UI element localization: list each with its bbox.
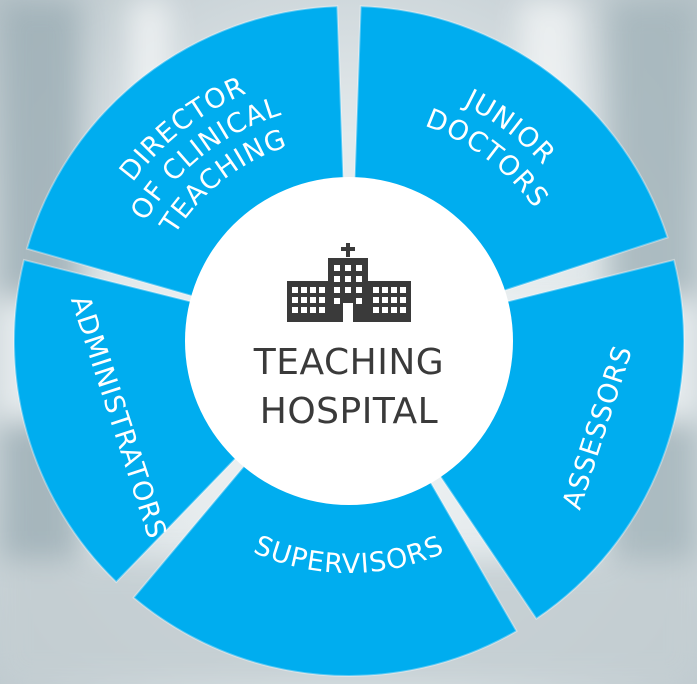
hub-title-line-2: HOSPITAL — [260, 391, 438, 432]
segment-ring — [13, 5, 685, 677]
hospital-building-icon — [287, 243, 411, 322]
hub-circle — [185, 177, 513, 505]
hub-title-line-1: TEACHING — [253, 342, 444, 383]
